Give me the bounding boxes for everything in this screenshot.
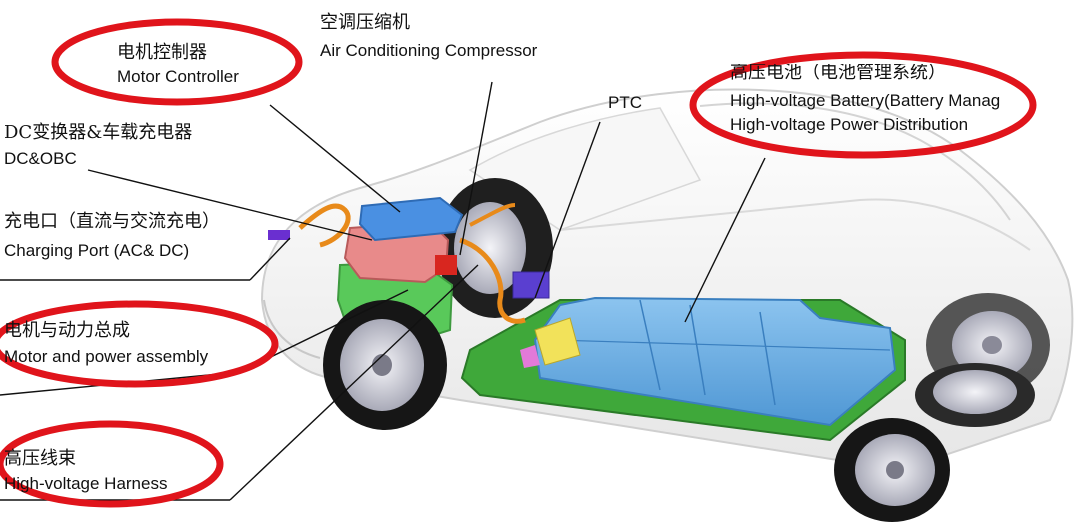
front-left-wheel [323, 300, 447, 430]
label-dc-obc-en: DC&OBC [4, 150, 77, 167]
spare-wheel [915, 363, 1035, 427]
label-hv-battery-group: 高压电池（电池管理系统） High-voltage Battery(Batter… [730, 64, 1000, 144]
label-dc-obc-zh: DC变换器&车载充电器 [4, 124, 192, 142]
label-motor-controller-en: Motor Controller [117, 68, 239, 85]
label-ac-compressor-en: Air Conditioning Compressor [320, 42, 537, 59]
charging-port-unit [268, 230, 290, 240]
label-ptc: PTC [608, 94, 642, 111]
motor-controller-unit [360, 198, 462, 240]
label-motor-controller-zh: 电机控制器 [117, 44, 207, 62]
label-motor-assembly-zh: 电机与动力总成 [4, 322, 130, 340]
label-hv-harness-zh: 高压线束 [4, 450, 76, 468]
label-hv-battery-zh: 高压电池（电池管理系统） [730, 64, 946, 82]
label-charging-port-zh: 充电口（直流与交流充电） [4, 213, 220, 231]
rear-left-wheel [834, 418, 950, 522]
label-hv-battery-en2: High-voltage Power Distribution [730, 116, 968, 133]
compressor-unit [435, 255, 457, 275]
label-motor-assembly-en: Motor and power assembly [4, 348, 208, 365]
label-charging-port-en: Charging Port (AC& DC) [4, 242, 189, 259]
label-hv-battery-en1: High-voltage Battery(Battery Management … [730, 92, 1000, 109]
highlight-motor-assembly [0, 304, 275, 384]
label-ac-compressor-zh: 空调压缩机 [320, 14, 410, 32]
label-hv-harness-en: High-voltage Harness [4, 475, 167, 492]
